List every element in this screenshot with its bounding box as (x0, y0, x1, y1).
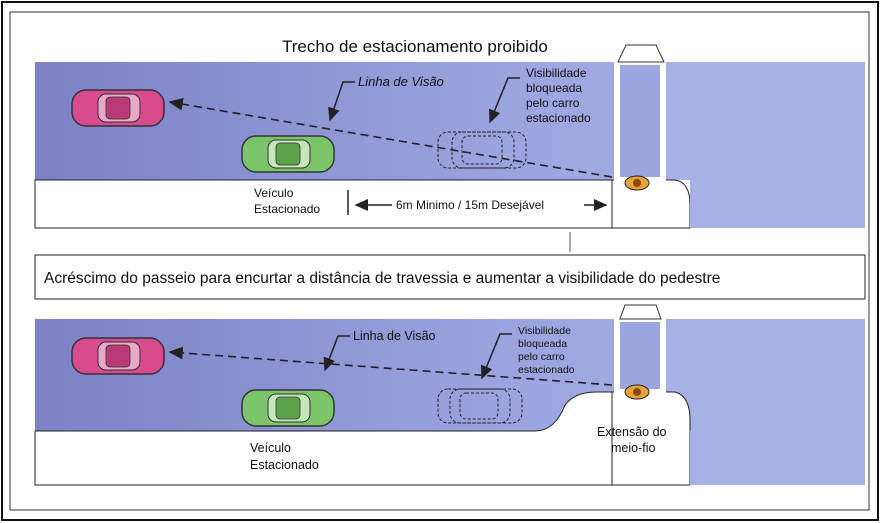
top-panel: Trecho de estacionamento proibido Linha … (34, 37, 865, 229)
bottom-line-of-sight (168, 346, 613, 386)
top-parked-label-1: Veículo (254, 186, 294, 200)
bottom-title-box (34, 254, 866, 300)
parked-car-bottom (241, 389, 335, 427)
top-line-of-sight (168, 97, 613, 178)
bottom-blocked-line-1: Visibilidade (518, 325, 571, 337)
curb-extension-label-2: meio-fio (611, 441, 656, 455)
bottom-sight-label-pointer (323, 335, 350, 372)
bottom-title: Acréscimo do passeio para encurtar a dis… (44, 270, 720, 287)
bottom-blocked-line-4: estacionado (518, 364, 575, 376)
bottom-panel: Acréscimo do passeio para encurtar a dis… (34, 254, 866, 486)
top-sight-label-pointer (328, 81, 355, 122)
top-blocked-pointer (488, 77, 520, 124)
ghost-car-top (437, 131, 527, 169)
top-parked-label-2: Estacionado (254, 202, 320, 216)
bottom-road-right-block (663, 319, 865, 431)
top-sight-label: Linha de Visão (358, 74, 444, 89)
top-sidewalk-corner (611, 179, 691, 229)
top-blocked-line-2: bloqueada (526, 81, 582, 95)
top-blocked-line-4: estacionado (526, 111, 591, 125)
top-side-road (690, 180, 865, 228)
top-blocked-line-3: pelo carro (526, 96, 580, 110)
moving-car-bottom (71, 337, 165, 375)
top-distance-label: 6m Minimo / 15m Desejável (396, 198, 544, 212)
parked-car-top (241, 135, 335, 173)
inner-frame (9, 11, 870, 511)
bottom-side-road (690, 431, 865, 485)
top-road-right-block (663, 62, 865, 180)
moving-car-top (71, 89, 165, 127)
bottom-sight-label: Linha de Visão (353, 329, 436, 343)
bottom-blocked-line-2: bloqueada (518, 338, 567, 350)
top-crosswalk (614, 59, 666, 183)
top-title: Trecho de estacionamento proibido (282, 37, 548, 56)
bottom-crosswalk (614, 316, 666, 395)
bottom-blocked-line-3: pelo carro (518, 351, 565, 363)
bottom-crosswalk-cap (619, 304, 662, 320)
bottom-parked-label-1: Veículo (250, 441, 291, 455)
top-blocked-line-1: Visibilidade (526, 66, 587, 80)
top-pedestrian (624, 175, 650, 191)
ghost-car-bottom (437, 388, 523, 424)
bottom-blocked-pointer (480, 333, 512, 380)
curb-extension-label-1: Extensão do (597, 425, 667, 439)
bottom-sidewalk (34, 391, 613, 486)
bottom-pedestrian (624, 384, 650, 400)
bottom-parked-label-2: Estacionado (250, 458, 319, 472)
top-crosswalk-cap (617, 44, 665, 63)
